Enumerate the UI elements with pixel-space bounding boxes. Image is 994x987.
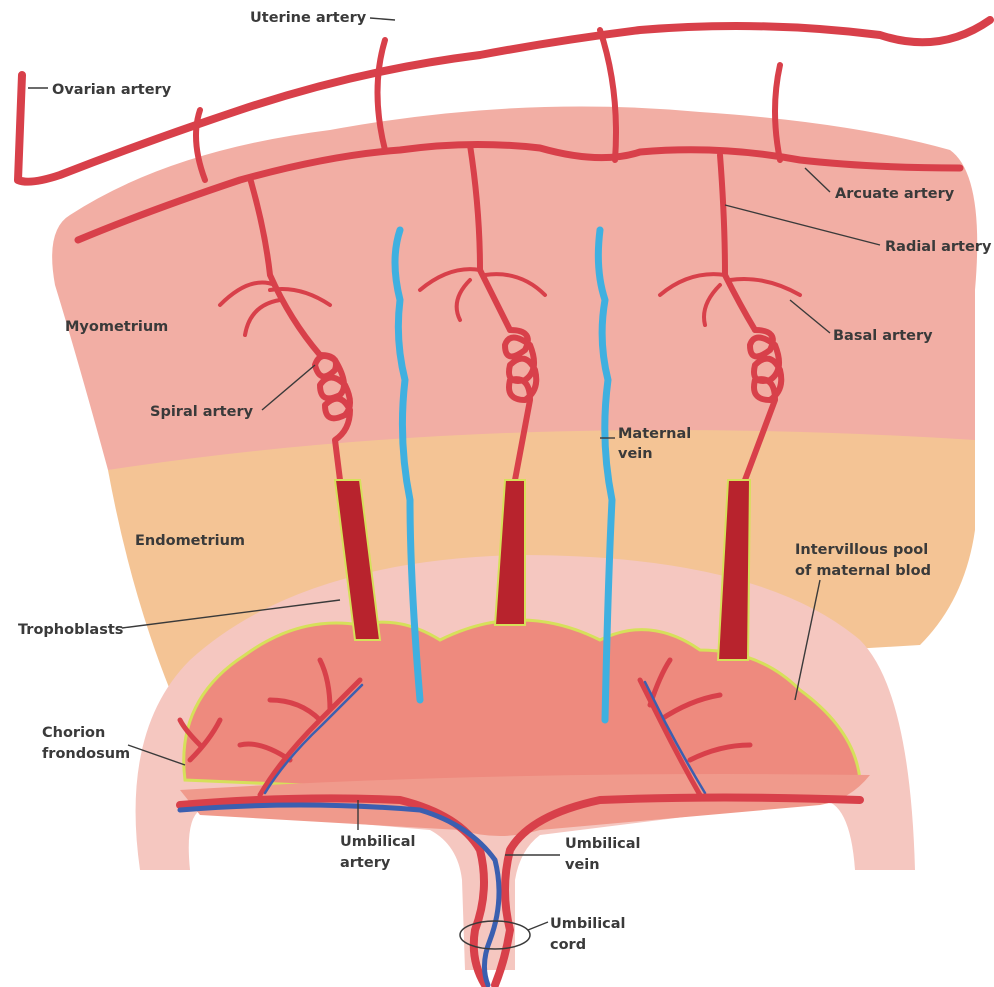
label-intervillous-1: Intervillous pool	[795, 542, 928, 558]
label-endometrium: Endometrium	[135, 533, 245, 549]
label-myometrium: Myometrium	[65, 319, 168, 335]
label-umbilical-artery-2: artery	[340, 855, 391, 871]
label-maternal-vein-2: vein	[618, 446, 653, 462]
label-umbilical-vein-2: vein	[565, 857, 600, 873]
connector-vessel-4	[775, 65, 780, 160]
label-umbilical-cord-2: cord	[550, 937, 586, 953]
label-umbilical-artery-1: Umbilical	[340, 834, 416, 850]
label-chorion-1: Chorion	[42, 725, 105, 741]
label-basal-artery: Basal artery	[833, 328, 933, 344]
label-spiral-artery: Spiral artery	[150, 404, 254, 420]
label-chorion-2: frondosum	[42, 746, 130, 762]
label-ovarian-artery: Ovarian artery	[52, 82, 172, 98]
connector-vessel-2	[378, 40, 386, 150]
label-umbilical-cord-1: Umbilical	[550, 916, 626, 932]
label-intervillous-2: of maternal blod	[795, 563, 931, 579]
label-radial-artery: Radial artery	[885, 239, 992, 255]
label-umbilical-vein-1: Umbilical	[565, 836, 641, 852]
label-maternal-vein-1: Maternal	[618, 426, 691, 442]
label-arcuate-artery: Arcuate artery	[835, 186, 955, 202]
label-uterine-artery: Uterine artery	[250, 10, 367, 26]
label-trophoblasts: Trophoblasts	[18, 622, 123, 638]
